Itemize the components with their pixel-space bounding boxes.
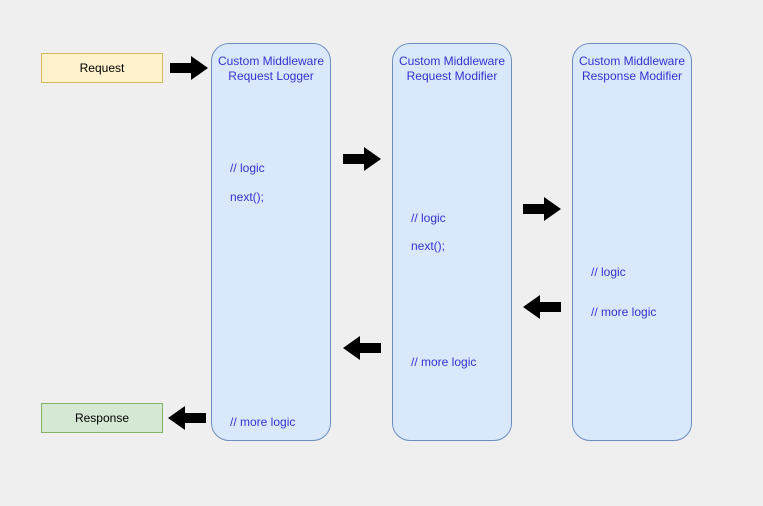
code-line-next: next(); [230,190,265,204]
code-line-more-logic: // more logic [230,415,296,429]
request-node: Request [41,53,163,83]
code-line-more-logic: // more logic [411,355,477,369]
code-line-logic: // logic [411,211,446,225]
middleware-request-logger-node: Custom Middleware Request Logger // logi… [211,43,331,441]
middleware-title: Custom Middleware Request Logger [217,54,325,83]
middleware-title: Custom Middleware Request Modifier [398,54,506,83]
arrow-logger-to-request-modifier-icon [343,144,381,174]
arrow-logger-to-response-icon [168,403,206,433]
middleware-title: Custom Middleware Response Modifier [578,54,686,83]
code-line-next: next(); [411,239,446,253]
response-node: Response [41,403,163,433]
code-line-logic: // logic [591,265,626,279]
code-line-logic: // logic [230,161,265,175]
arrow-request-modifier-to-logger-icon [343,333,381,363]
arrow-request-modifier-to-response-modifier-icon [523,194,561,224]
response-label: Response [74,411,130,425]
request-label: Request [79,61,125,75]
code-line-more-logic: // more logic [591,305,657,319]
arrow-request-to-logger-icon [170,53,208,83]
arrow-response-modifier-to-request-modifier-icon [523,292,561,322]
middleware-request-modifier-node: Custom Middleware Request Modifier // lo… [392,43,512,441]
middleware-response-modifier-node: Custom Middleware Response Modifier // l… [572,43,692,441]
